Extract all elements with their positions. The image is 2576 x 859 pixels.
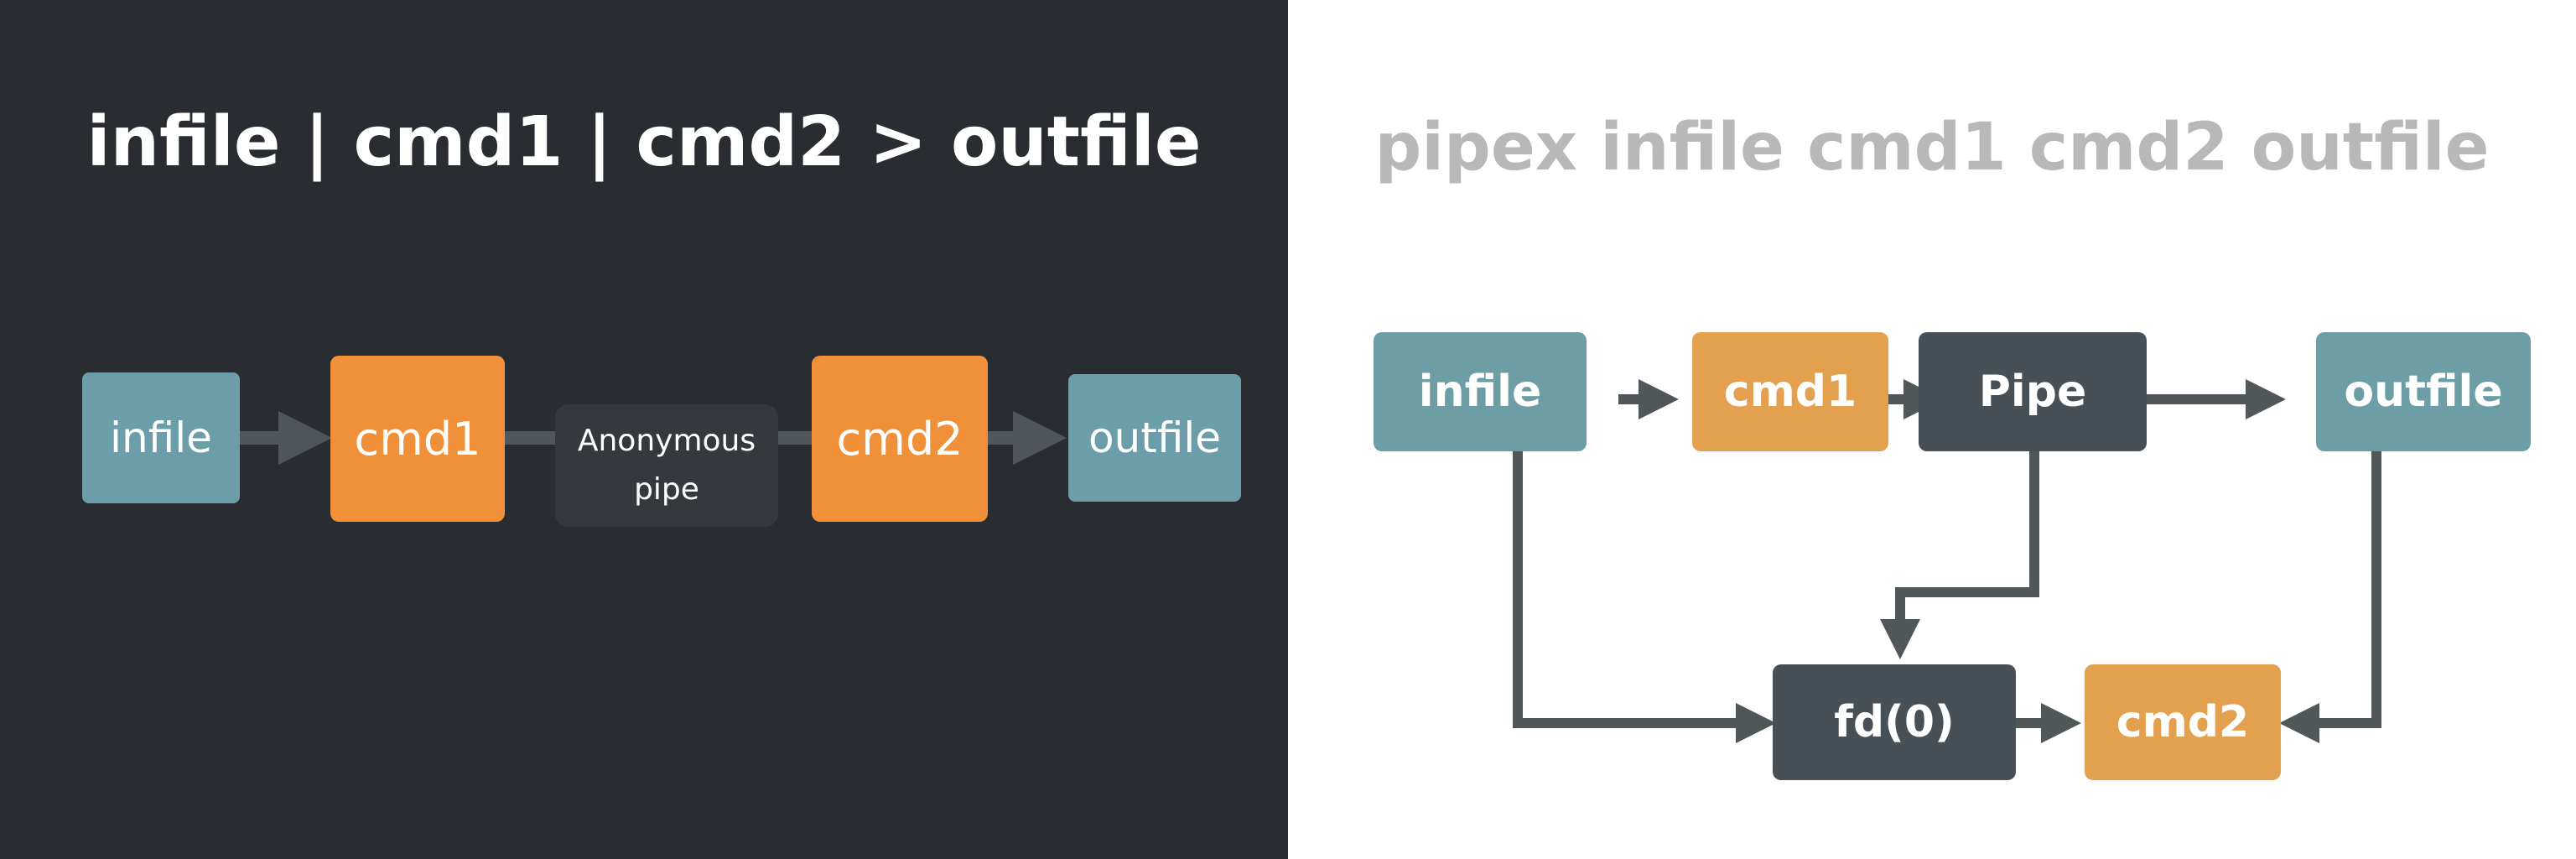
right-connectors	[1513, 379, 2381, 743]
shell-command-title: infile | cmd1 | cmd2 > outfile	[86, 102, 1202, 182]
cmd2-node: cmd2	[2085, 664, 2281, 780]
infile-label: infile	[1418, 367, 1542, 417]
pipe-label-line1: Anonymous	[577, 424, 756, 458]
pipe-label-line2: pipe	[634, 472, 699, 507]
infile-node: infile	[1374, 332, 1587, 451]
cmd1-label: cmd1	[354, 412, 481, 466]
outfile-node: outfile	[2316, 332, 2531, 451]
cmd1-node: cmd1	[1692, 332, 1888, 451]
cmd2-label: cmd2	[2116, 697, 2250, 747]
cmd2-label: cmd2	[836, 412, 963, 466]
infile-node: infile	[82, 372, 240, 503]
anonymous-pipe-node: Anonymous pipe	[555, 404, 778, 527]
arrow-pipe-fd0	[1880, 450, 2039, 659]
arrow-outfile-cmd2	[2279, 450, 2381, 743]
pipe-label: Pipe	[1978, 367, 2087, 417]
shell-pipeline-panel: infile | cmd1 | cmd2 > outfile infile cm…	[0, 0, 1288, 859]
fd0-node: fd(0)	[1773, 664, 2016, 780]
fd0-label: fd(0)	[1834, 697, 1955, 747]
outfile-label: outfile	[2344, 367, 2503, 417]
arrow-infile-fd0	[1513, 450, 1776, 743]
infile-label: infile	[110, 414, 212, 462]
pipe-node: Pipe	[1919, 332, 2147, 451]
outfile-node: outfile	[1068, 374, 1241, 502]
cmd1-label: cmd1	[1723, 367, 1857, 417]
left-connectors	[240, 411, 1067, 465]
pipex-command-title: pipex infile cmd1 cmd2 outfile	[1374, 110, 2490, 185]
pipex-panel: pipex infile cmd1 cmd2 outfile infile cm…	[1288, 0, 2576, 859]
cmd2-node: cmd2	[812, 356, 988, 522]
outfile-label: outfile	[1088, 414, 1222, 462]
cmd1-node: cmd1	[330, 356, 505, 522]
